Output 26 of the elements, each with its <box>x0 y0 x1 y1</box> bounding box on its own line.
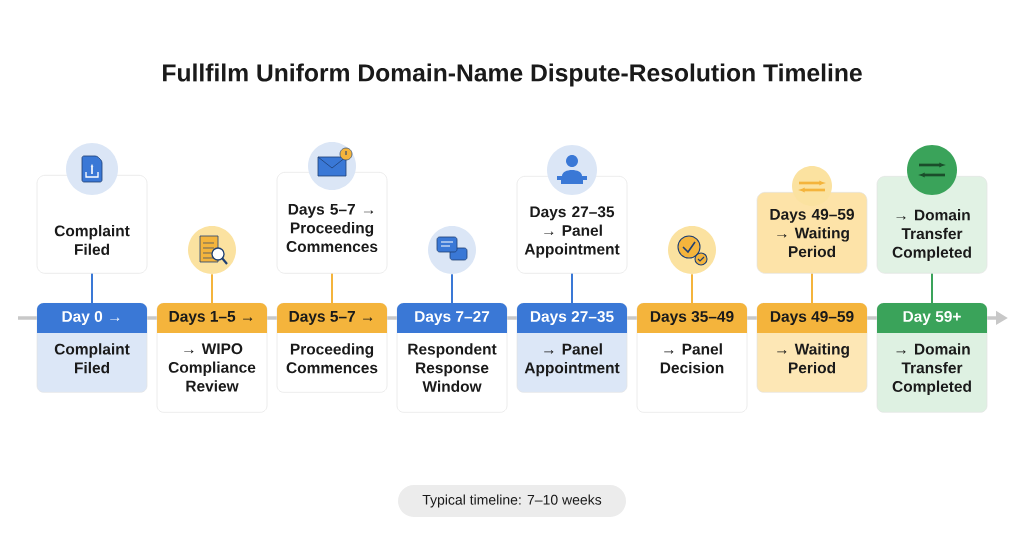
document-search-icon <box>188 226 236 274</box>
event-card: Days 5–7 → Proceeding Commences <box>276 172 388 274</box>
timeline-card: Days 1–5 → → WIPO Compliance Review <box>156 303 268 413</box>
timeline-card: Days 49–59 → Waiting Period <box>756 303 868 393</box>
connector-line <box>811 272 813 304</box>
chat-icon <box>428 226 476 274</box>
note-pill: Typical timeline: 7–10 weeks <box>398 485 626 517</box>
connector-line <box>91 272 93 304</box>
connector-line <box>211 273 213 304</box>
connector-line <box>931 272 933 304</box>
timeline-card: Day 0 → Complaint Filed <box>36 303 148 393</box>
connector-line <box>571 272 573 304</box>
event-card: Days 27–35 → Panel Appointment <box>516 176 628 274</box>
event-card: → Domain Transfer Completed <box>876 176 988 274</box>
check-badge-icon <box>668 226 716 274</box>
title: Fullfilm Uniform Domain-Name Dispute-Resolution Timeline <box>163 63 862 87</box>
connector-line <box>451 273 453 304</box>
timeline-card: Days 35–49 → Panel Decision <box>636 303 748 413</box>
timeline-card: Days 7–27 Respondent Response Window <box>396 303 508 413</box>
timeline-card: Days 27–35 → Panel Appointment <box>516 303 628 393</box>
event-card: Days 49–59 → Waiting Period <box>756 192 868 274</box>
event-card: Complaint Filed <box>36 175 148 274</box>
timeline-card: Days 5–7 → Proceeding Commences <box>276 303 388 393</box>
connector-line <box>691 273 693 304</box>
connector-line <box>331 272 333 304</box>
timeline-card: Day 59+ → Domain Transfer Completed <box>876 303 988 413</box>
